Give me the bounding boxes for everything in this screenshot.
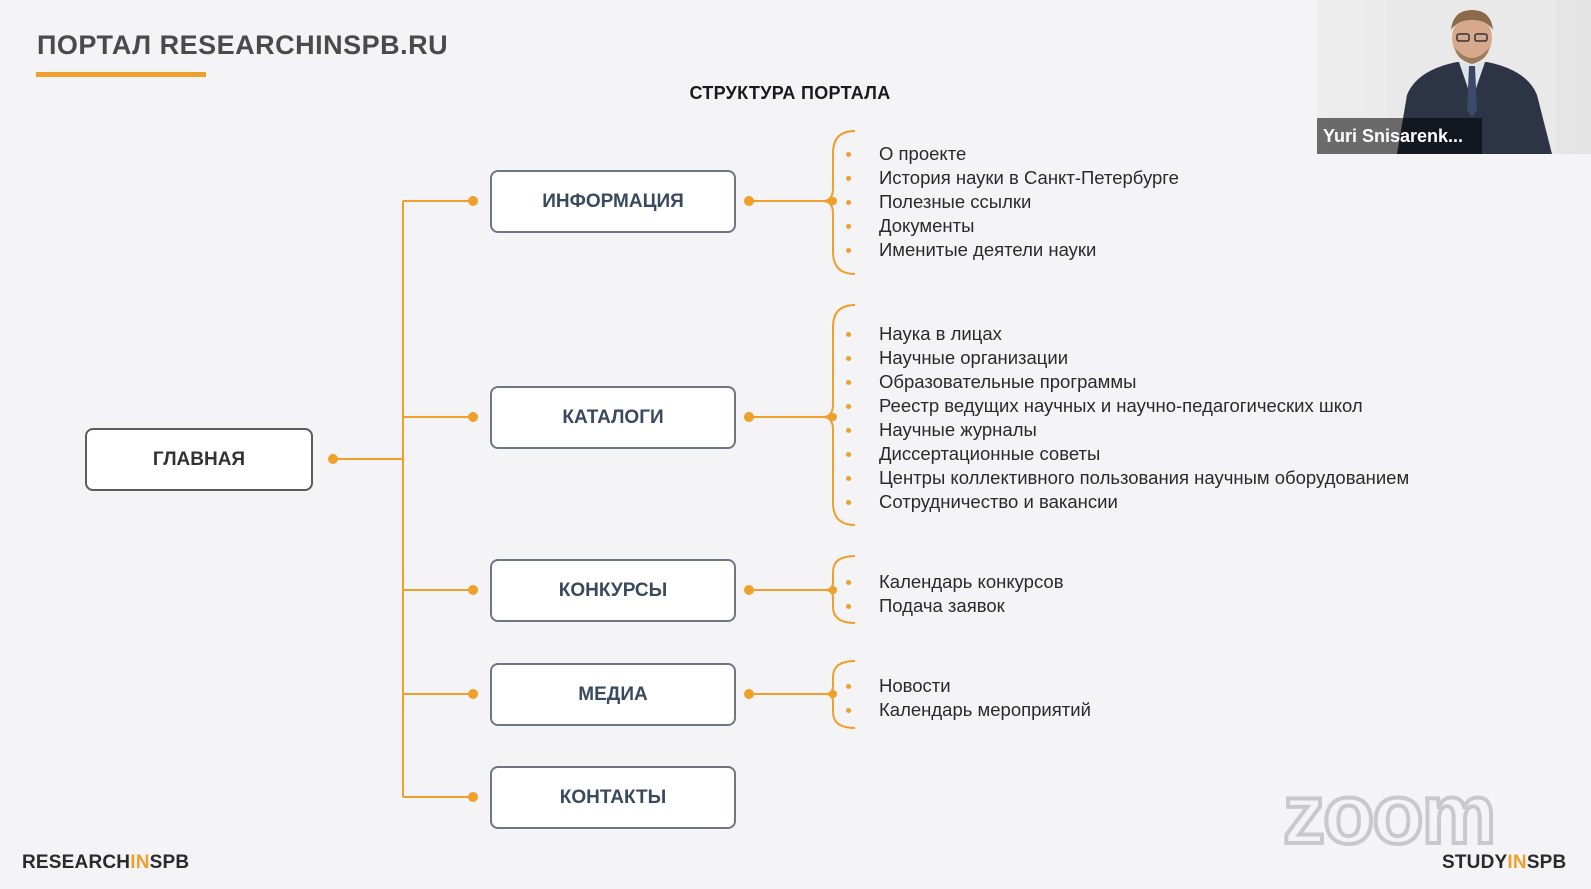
list-item: История науки в Санкт-Петербурге [846,166,1179,190]
node-media: МЕДИА [490,663,736,726]
list-item: Новости [846,674,1091,698]
list-item: О проекте [846,142,1179,166]
connector-dot [744,412,754,422]
list-item: Научные журналы [846,418,1409,442]
list-media: Новости Календарь мероприятий [846,674,1091,722]
list-item: Полезные ссылки [846,190,1179,214]
list-item: Наука в лицах [846,322,1409,346]
connector-dot [829,197,837,205]
connector-dot [744,585,754,595]
list-item: Диссертационные советы [846,442,1409,466]
zoom-watermark: zoom [1281,765,1498,863]
node-contests: КОНКУРСЫ [490,559,736,622]
researchinspb-logo: RESEARCHINSPB [22,852,190,873]
connector-dot [468,792,478,802]
list-item: Календарь мероприятий [846,698,1091,722]
connector-dot [468,412,478,422]
page-title: ПОРТАЛ RESEARCHINSPB.RU [37,30,449,60]
connector-dot [468,689,478,699]
list-item: Научные организации [846,346,1409,370]
bracket-contests [824,555,856,624]
list-item: Образовательные программы [846,370,1409,394]
connector-dot [468,196,478,206]
list-item: Именитые деятели науки [846,238,1179,262]
node-information: ИНФОРМАЦИЯ [490,170,736,233]
list-catalogs: Наука в лицах Научные организации Образо… [846,322,1409,514]
bracket-catalogs [822,304,856,526]
connector-dot [328,454,338,464]
participant-name: Yuri Snisarenk... [1317,118,1482,154]
list-contests: Календарь конкурсов Подача заявок [846,570,1064,618]
list-item: Сотрудничество и вакансии [846,490,1409,514]
title-underline [36,72,206,77]
connector-dot [829,413,837,421]
studyinspb-logo: STUDYINSPB [1442,852,1567,873]
connector-dot [829,690,837,698]
connector-dot [468,585,478,595]
node-contacts: КОНТАКТЫ [490,766,736,829]
node-catalogs: КАТАЛОГИ [490,386,736,449]
node-main: ГЛАВНАЯ [85,428,313,491]
bracket-info [822,130,856,275]
connector-dot [829,586,837,594]
participant-video-tile[interactable]: Yuri Snisarenk... [1317,0,1591,154]
connector-dot [744,689,754,699]
bracket-media [824,660,856,729]
list-item: Реестр ведущих научных и научно-педагоги… [846,394,1409,418]
diagram-subtitle: СТРУКТУРА ПОРТАЛА [689,83,891,103]
connector-dot [744,196,754,206]
list-item: Подача заявок [846,594,1064,618]
list-item: Центры коллективного пользования научным… [846,466,1409,490]
list-information: О проекте История науки в Санкт-Петербур… [846,142,1179,262]
list-item: Календарь конкурсов [846,570,1064,594]
list-item: Документы [846,214,1179,238]
